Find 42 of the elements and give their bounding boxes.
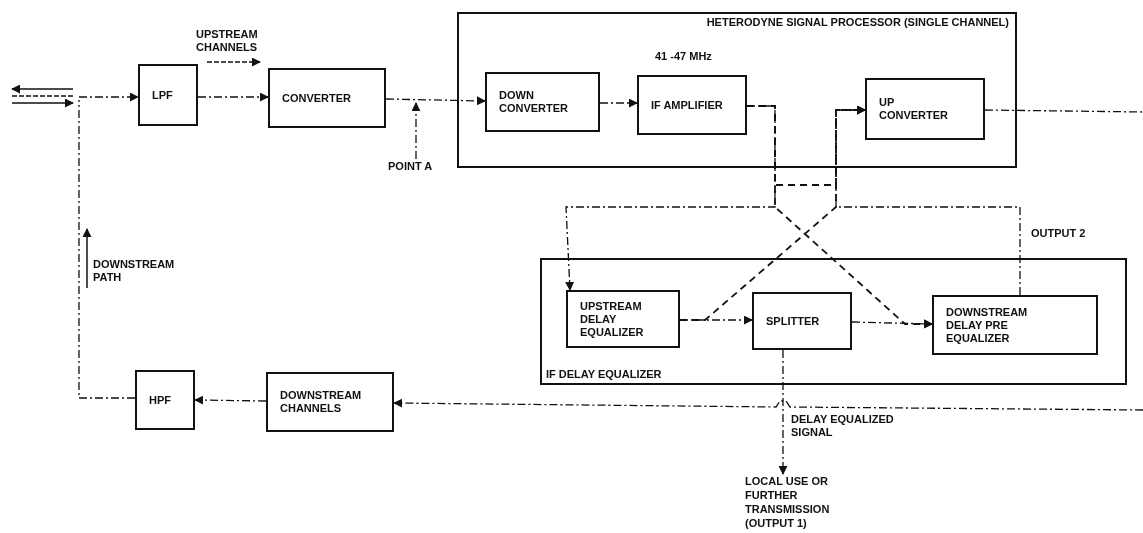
box-label: DOWNSTREAM DELAY PRE EQUALIZER: [945, 305, 1029, 345]
process-box: [865, 78, 985, 140]
connector-arrow: [194, 395, 267, 405]
box-label: DOWN CONVERTER: [498, 89, 570, 115]
process-box: [932, 295, 1098, 355]
process-box: [135, 370, 195, 430]
connector-arrow: [411, 102, 421, 160]
group-heading: IF DELAY EQUALIZER: [546, 368, 662, 381]
callout-text: POINT A: [388, 159, 448, 174]
box-label: LPF: [151, 88, 174, 102]
group-frame: [457, 12, 1017, 168]
annotation-label: DOWNSTREAM PATH: [93, 258, 176, 284]
process-box: [266, 372, 394, 432]
connector-line: [984, 109, 1143, 113]
process-box: [268, 68, 386, 128]
process-box: [752, 292, 852, 350]
box-label: IF AMPLIFIER: [650, 98, 724, 112]
connector-arrow: [197, 92, 269, 102]
connector-line: [78, 99, 136, 399]
group-heading: HETERODYNE SIGNAL PROCESSOR (SINGLE CHANNEL): [706, 16, 1009, 29]
box-label: HPF: [148, 393, 172, 407]
box-label: CONVERTER: [281, 91, 353, 105]
frequency-label: 41 -47 MHz: [655, 50, 712, 63]
connector-arrow: [778, 349, 788, 475]
box-label: UPSTREAM DELAY EQUALIZER: [579, 299, 645, 339]
edge-label: OUTPUT 2: [1030, 227, 1087, 240]
connector-arrow: [746, 105, 866, 186]
process-box: [637, 75, 747, 135]
group-frame: [540, 258, 1127, 385]
connector-arrow: [393, 398, 1143, 411]
box-label: DOWNSTREAM CHANNELS: [279, 389, 363, 415]
connector-arrow: [565, 105, 776, 291]
box-label: UP CONVERTER: [878, 96, 950, 122]
process-box: [566, 290, 680, 348]
callout-text: LOCAL USE OR FURTHER TRANSMISSION (OUTPUT 1): [745, 474, 865, 532]
annotation-label: UPSTREAM CHANNELS: [196, 28, 259, 54]
process-box: [138, 64, 198, 126]
connector-arrow: [78, 92, 139, 102]
process-box: [485, 72, 600, 132]
box-label: SPLITTER: [765, 314, 821, 328]
connector-arrow: [599, 98, 638, 108]
connector-arrow: [385, 96, 486, 106]
